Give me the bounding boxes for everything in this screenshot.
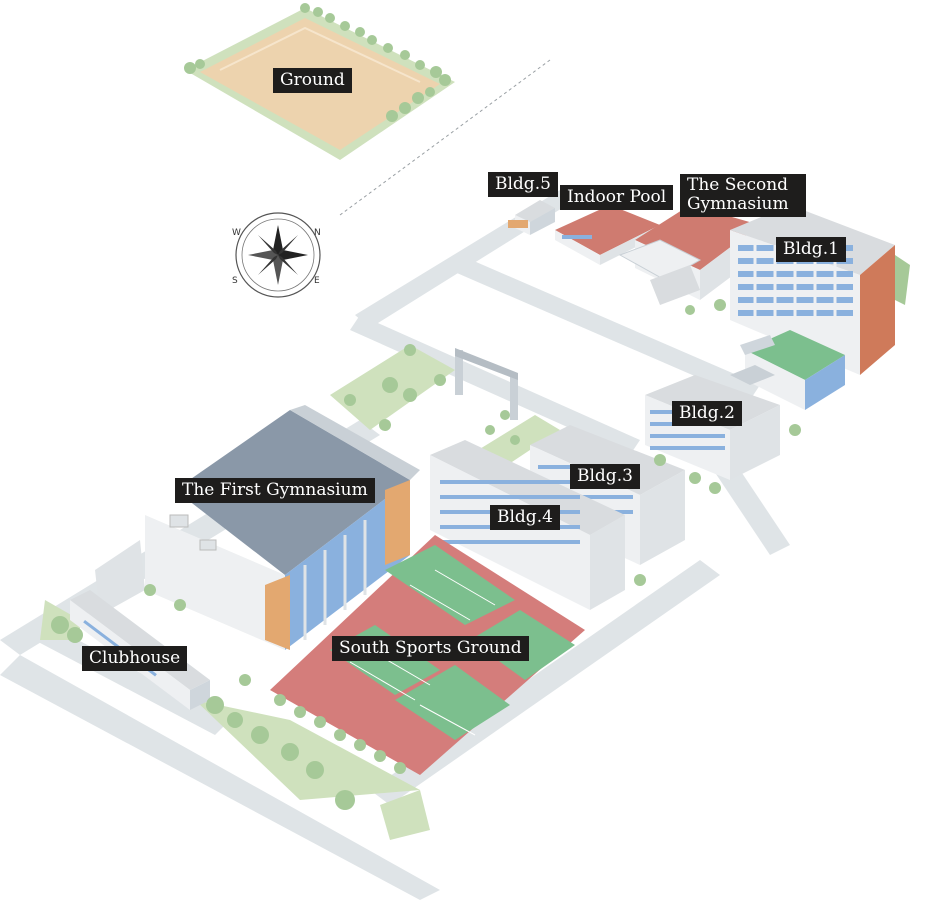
- trees: [51, 299, 801, 810]
- compass-s: S: [232, 276, 238, 286]
- label-bldg4[interactable]: Bldg.4: [490, 505, 560, 530]
- lower-left-road: [25, 620, 230, 735]
- connector-road: [450, 255, 760, 400]
- label-bldg1[interactable]: Bldg.1: [776, 237, 846, 262]
- gate: [455, 348, 518, 420]
- label-first-gymnasium[interactable]: The First Gymnasium: [175, 478, 375, 503]
- bldg5-building: [508, 200, 555, 235]
- annex-building: [740, 330, 845, 410]
- label-bldg5[interactable]: Bldg.5: [488, 172, 558, 197]
- label-second-gymnasium-line2: Gymnasium: [687, 194, 789, 214]
- label-second-gymnasium[interactable]: The Second Gymnasium: [680, 174, 806, 217]
- bldg4-building: [430, 440, 625, 610]
- compass-e: E: [314, 276, 320, 286]
- label-bldg2[interactable]: Bldg.2: [672, 401, 742, 426]
- access-road: [350, 315, 640, 455]
- bldg1-building: [730, 205, 910, 375]
- bldg2-building: [645, 365, 780, 480]
- label-second-gymnasium-line1: The Second: [687, 175, 789, 195]
- label-south-sports-ground[interactable]: South Sports Ground: [332, 636, 529, 661]
- compass-n: N: [314, 228, 321, 238]
- label-ground[interactable]: Ground: [273, 68, 352, 93]
- path-dashed: [339, 59, 551, 216]
- compass-w: W: [232, 228, 241, 238]
- bottom-road: [370, 560, 720, 805]
- compass-rose-icon: N E S W: [232, 212, 321, 298]
- label-indoor-pool[interactable]: Indoor Pool: [560, 185, 674, 210]
- road-south-edge: [0, 655, 440, 900]
- label-bldg3[interactable]: Bldg.3: [570, 464, 640, 489]
- label-clubhouse[interactable]: Clubhouse: [82, 646, 188, 671]
